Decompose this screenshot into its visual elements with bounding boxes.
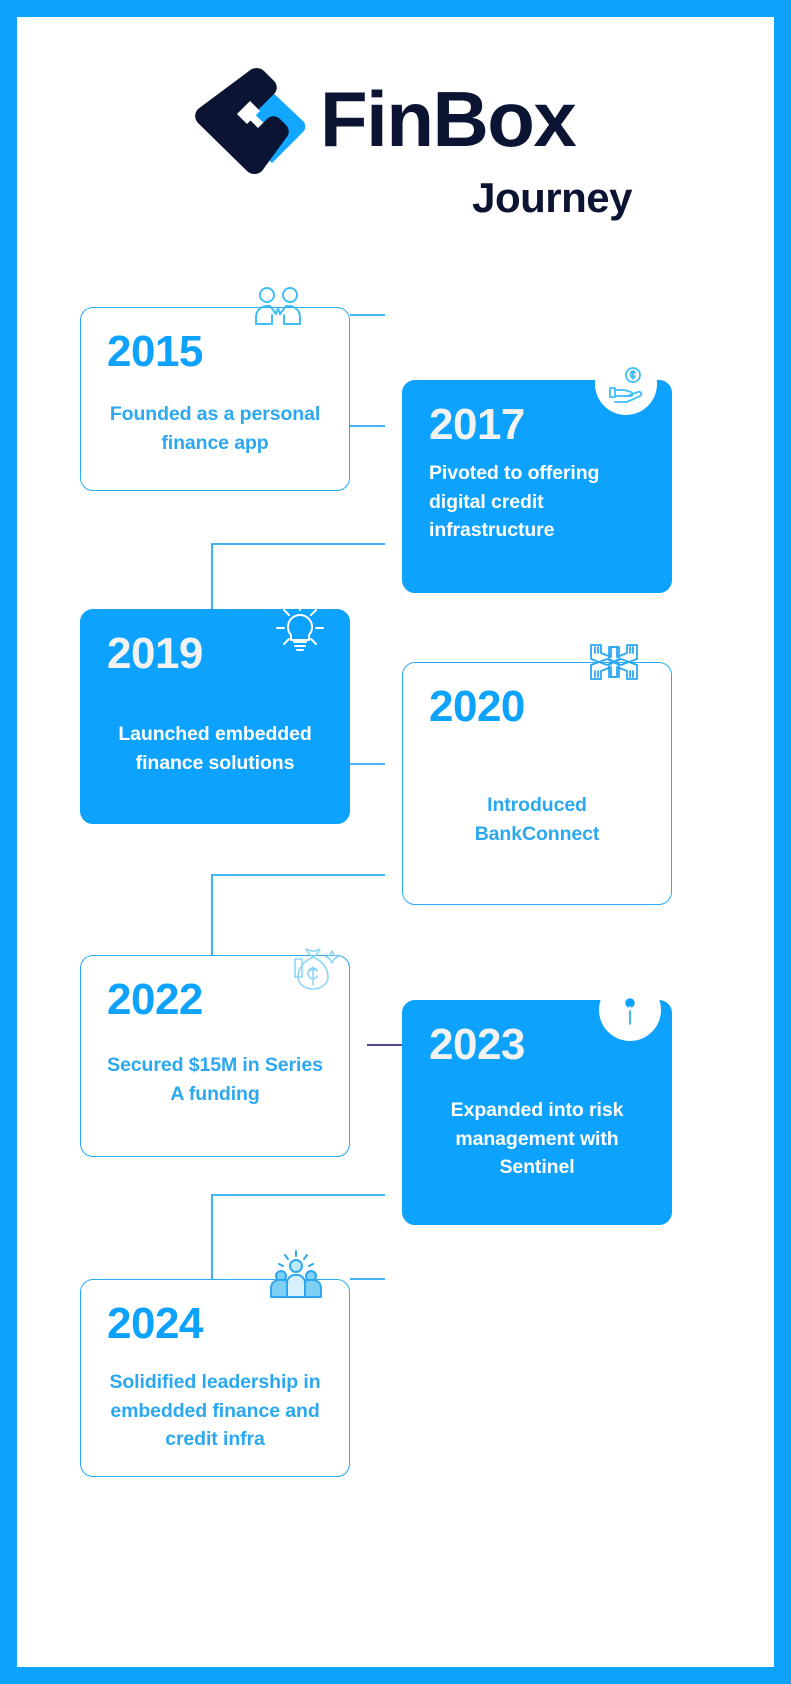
milestone-description-2022: Secured $15M in Series A funding [107, 1054, 323, 1105]
handshake-people-icon [247, 279, 309, 341]
milestone-year-2019: 2019 [107, 629, 203, 678]
money-bag-icon [282, 937, 344, 999]
milestone-year-2023: 2023 [429, 1020, 525, 1069]
milestone-description-2020: Introduced BankConnect [474, 794, 600, 845]
poster-subtitle: Journey [472, 174, 632, 221]
brand-wordmark: FinBox [320, 75, 577, 163]
finbox-logo-mark-icon [192, 66, 310, 176]
milestone-year-2017: 2017 [429, 400, 525, 449]
milestone-card-2019[interactable]: 2019 Launched embedded finance solutions [80, 609, 350, 824]
lightbulb-idea-icon [269, 597, 331, 659]
milestone-description-2024: Solidified leadership in embedded financ… [109, 1371, 321, 1451]
milestone-year-2022: 2022 [107, 975, 203, 1024]
milestone-year-2020: 2020 [429, 682, 525, 731]
milestone-description-2015: Founded as a personal finance app [109, 403, 321, 454]
milestone-card-2024[interactable]: 2024 Solidified leadership in embedded f… [80, 1279, 350, 1477]
hand-holding-money-icon [595, 353, 657, 415]
milestone-description-2023: Expanded into risk management with Senti… [450, 1099, 624, 1179]
milestone-description-2017: Pivoted to offering digital credit infra… [429, 462, 600, 542]
timeline: 2015 Founded as a personal finance app [17, 17, 774, 1667]
team-leadership-icon [265, 1245, 327, 1307]
risk-radar-icon [599, 979, 661, 1041]
milestone-card-2015[interactable]: 2015 Founded as a personal finance app [80, 307, 350, 491]
milestone-card-2017[interactable]: 2017 Pivoted to offering digital credit … [402, 380, 672, 593]
brand-logo-row: FinBox [192, 62, 652, 177]
milestone-description-2019: Launched embedded finance solutions [118, 723, 312, 774]
poster-header: FinBox Journey [17, 62, 774, 247]
milestone-card-2022[interactable]: 2022 Secured $15M in Series A funding [80, 955, 350, 1157]
milestone-card-2020[interactable]: 2020 Introduced BankConnect [402, 662, 672, 905]
four-hands-teamwork-icon [583, 631, 645, 693]
poster-canvas: FinBox Journey [17, 17, 774, 1667]
milestone-year-2015: 2015 [107, 327, 203, 376]
milestone-year-2024: 2024 [107, 1299, 203, 1348]
